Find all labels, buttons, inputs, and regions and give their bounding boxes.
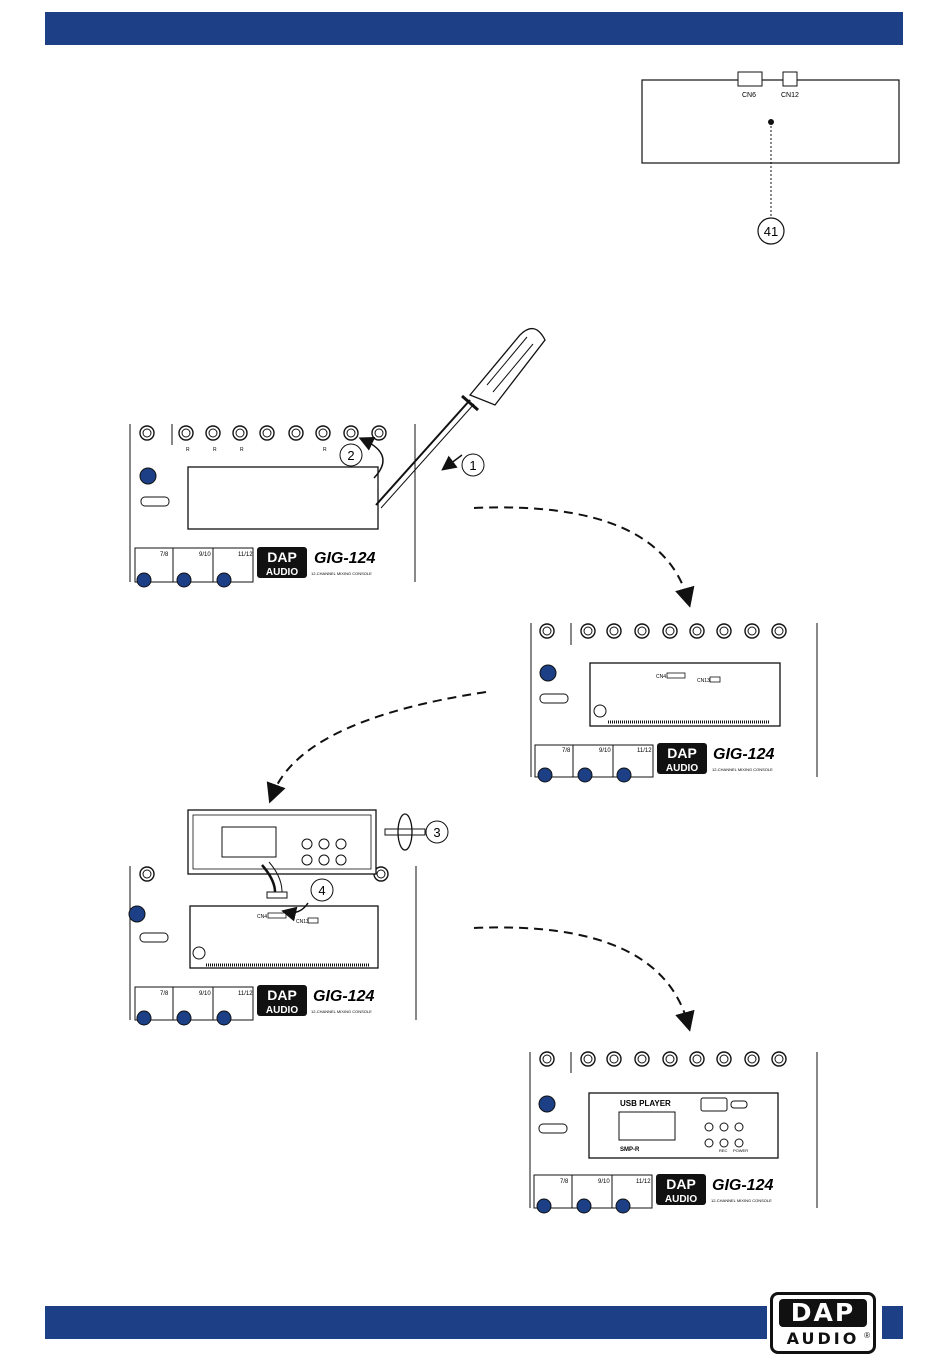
svg-text:CN13: CN13 bbox=[697, 678, 710, 684]
connector-label-b: CN12 bbox=[781, 92, 799, 99]
svg-text:REC: REC bbox=[719, 1148, 728, 1153]
svg-text:AUDIO: AUDIO bbox=[266, 567, 298, 578]
svg-text:R: R bbox=[323, 447, 327, 453]
step-panel-remove-cover: R R R R 2 1 7/8 9/10 11/12 DAP AUDIO GIG… bbox=[129, 328, 546, 588]
svg-text:GIG-124: GIG-124 bbox=[313, 988, 374, 1005]
svg-text:11/12: 11/12 bbox=[238, 552, 253, 558]
svg-text:R: R bbox=[240, 447, 244, 453]
usb-player-title: USB PLAYER bbox=[620, 1099, 671, 1108]
footer-band-end bbox=[882, 1306, 903, 1339]
step-4-number: 4 bbox=[318, 883, 325, 898]
svg-text:12-CHANNEL MIXING CONSOLE: 12-CHANNEL MIXING CONSOLE bbox=[712, 767, 773, 772]
svg-text:9/10: 9/10 bbox=[199, 991, 211, 997]
svg-text:12-CHANNEL MIXING CONSOLE: 12-CHANNEL MIXING CONSOLE bbox=[711, 1198, 772, 1203]
svg-text:DAP: DAP bbox=[267, 549, 297, 565]
svg-text:CN4: CN4 bbox=[257, 914, 267, 920]
dap-audio-logo: DAP AUDIO ® bbox=[770, 1292, 876, 1354]
svg-text:R: R bbox=[186, 447, 190, 453]
svg-text:AUDIO: AUDIO bbox=[666, 763, 698, 774]
svg-text:11/12: 11/12 bbox=[636, 1179, 651, 1185]
header-band bbox=[45, 12, 903, 45]
step-panel-installed: USB PLAYER SMP-R REC POWER 7/8 9/10 11/1… bbox=[529, 1051, 818, 1214]
svg-text:AUDIO: AUDIO bbox=[266, 1005, 298, 1016]
svg-text:7/8: 7/8 bbox=[560, 1179, 569, 1185]
svg-text:12-CHANNEL MIXING CONSOLE: 12-CHANNEL MIXING CONSOLE bbox=[311, 1009, 372, 1014]
svg-text:CN4: CN4 bbox=[656, 674, 666, 680]
svg-text:DAP: DAP bbox=[667, 745, 697, 761]
callout-number: 41 bbox=[764, 224, 778, 239]
svg-text:9/10: 9/10 bbox=[599, 748, 611, 754]
svg-text:12-CHANNEL MIXING CONSOLE: 12-CHANNEL MIXING CONSOLE bbox=[311, 571, 372, 576]
step-3-number: 3 bbox=[433, 825, 440, 840]
svg-text:CN13: CN13 bbox=[296, 919, 309, 925]
step-panel-opened: CN4 CN13 7/8 9/10 11/12 DAP AUDIO GIG-12… bbox=[530, 623, 818, 783]
logo-registered-mark: ® bbox=[864, 1331, 870, 1340]
svg-text:9/10: 9/10 bbox=[199, 552, 211, 558]
svg-text:GIG-124: GIG-124 bbox=[314, 550, 375, 567]
connector-location-diagram: CN6 CN12 41 bbox=[641, 71, 900, 245]
step-1-number: 1 bbox=[469, 458, 476, 473]
svg-text:7/8: 7/8 bbox=[562, 748, 571, 754]
logo-top-text: DAP bbox=[779, 1299, 867, 1327]
usb-player-model: SMP-R bbox=[620, 1147, 640, 1153]
svg-text:R: R bbox=[213, 447, 217, 453]
svg-text:GIG-124: GIG-124 bbox=[712, 1177, 773, 1194]
step-panel-connect-module: 3 CN4 CN13 4 7/8 9/10 11/12 DAP AUDIO GI… bbox=[128, 809, 449, 1026]
connector-label-a: CN6 bbox=[742, 92, 756, 99]
svg-text:DAP: DAP bbox=[267, 987, 297, 1003]
svg-text:11/12: 11/12 bbox=[637, 748, 652, 754]
svg-text:DAP: DAP bbox=[666, 1176, 696, 1192]
svg-text:GIG-124: GIG-124 bbox=[713, 746, 774, 763]
svg-text:11/12: 11/12 bbox=[238, 991, 253, 997]
logo-bottom-text: AUDIO bbox=[786, 1329, 860, 1348]
svg-text:7/8: 7/8 bbox=[160, 552, 169, 558]
svg-text:9/10: 9/10 bbox=[598, 1179, 610, 1185]
step-2-number: 2 bbox=[347, 448, 354, 463]
footer-band bbox=[45, 1306, 767, 1339]
svg-text:AUDIO: AUDIO bbox=[665, 1194, 697, 1205]
svg-text:POWER: POWER bbox=[733, 1148, 748, 1153]
svg-text:7/8: 7/8 bbox=[160, 991, 169, 997]
